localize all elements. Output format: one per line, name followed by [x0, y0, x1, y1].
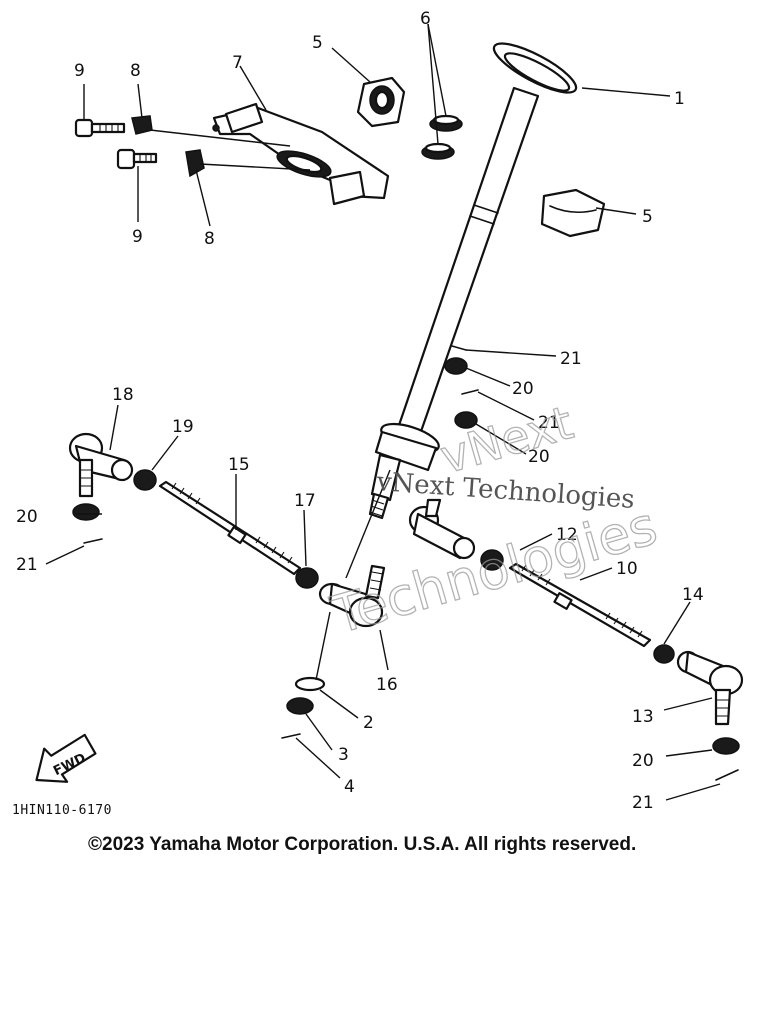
- washer-2-part: [294, 676, 326, 692]
- callout-18: 18: [112, 385, 134, 405]
- callout-20-shaft-upper: 20: [512, 379, 534, 399]
- callout-6: 6: [420, 9, 431, 29]
- watermark-solid-text: vNext Technologies: [375, 467, 636, 515]
- callout-14: 14: [682, 585, 704, 605]
- callout-1: 1: [674, 89, 685, 109]
- callout-4: 4: [344, 777, 355, 797]
- watermark-outline-line-1: vNext: [435, 395, 579, 484]
- cotter-pin-right-part: [715, 769, 739, 781]
- cotter-pin-4-part: [281, 733, 301, 739]
- tie-rod-end-center-part: [318, 564, 386, 628]
- nut-3-part: [286, 697, 314, 715]
- callout-21-left: 21: [16, 555, 38, 575]
- callout-12: 12: [556, 525, 578, 545]
- callout-5-lower: 5: [642, 207, 653, 227]
- nut-14-part: [653, 644, 675, 664]
- callout-19: 19: [172, 417, 194, 437]
- callout-20-left: 20: [16, 507, 38, 527]
- tie-rod-end-right-part: [676, 650, 744, 726]
- copyright-text: ©2023 Yamaha Motor Corporation. U.S.A. A…: [88, 834, 637, 855]
- callout-labels: 1 2 3 4 5 5 6 7 8 8 9 9 10 12 13 14 15 1…: [16, 9, 704, 813]
- callout-16: 16: [376, 675, 398, 695]
- callout-10: 10: [616, 559, 638, 579]
- shaft-holder-lower-part: [540, 188, 606, 238]
- callout-21-right: 21: [632, 793, 654, 813]
- steering-shaft-part: [368, 42, 578, 520]
- tie-rod-left-part: [158, 480, 302, 576]
- callout-8-lower: 8: [204, 229, 215, 249]
- callout-2: 2: [363, 713, 374, 733]
- callout-20-shaft-lower: 20: [528, 447, 550, 467]
- watermark: vNext Technologies vNext Technologies: [324, 395, 664, 647]
- nut-17-part: [295, 567, 319, 589]
- tie-rod-end-left-part: [68, 432, 134, 498]
- callout-9-lower: 9: [132, 227, 143, 247]
- cotter-pin-left-part: [83, 538, 103, 544]
- tie-rod-right-part: [508, 562, 652, 648]
- fwd-arrow: FWD: [35, 733, 97, 783]
- callout-leaders: [45, 23, 721, 801]
- callout-21-shaft-lower: 21: [538, 413, 560, 433]
- nut-19-part: [133, 469, 157, 491]
- shaft-holder-upper-part: [356, 76, 406, 128]
- callout-7: 7: [232, 53, 243, 73]
- callout-20-right: 20: [632, 751, 654, 771]
- bolt-lower-part: [116, 148, 205, 178]
- bushing-part: [421, 114, 463, 160]
- callout-17: 17: [294, 491, 316, 511]
- nut-12-part: [480, 549, 504, 571]
- drawing-code: 1HIN110-6170: [12, 803, 112, 818]
- callout-3: 3: [338, 745, 349, 765]
- nut-20-left-part: [72, 503, 100, 521]
- callout-9-upper: 9: [74, 61, 85, 81]
- callout-8-upper: 8: [130, 61, 141, 81]
- bolt-upper-part: [74, 115, 153, 138]
- callout-13: 13: [632, 707, 654, 727]
- handlebar-holder-part: [212, 102, 390, 206]
- nut-20-right-part: [712, 737, 740, 755]
- tie-rod-end-mid-part: [408, 498, 476, 560]
- shaft-nut-part: [444, 345, 479, 429]
- callout-21-shaft-upper: 21: [560, 349, 582, 369]
- steering-parts-diagram: 1 2 3 4 5 5 6 7 8 8 9 9 10 12 13 14 15 1…: [16, 9, 744, 813]
- callout-15: 15: [228, 455, 250, 475]
- callout-5-upper: 5: [312, 33, 323, 53]
